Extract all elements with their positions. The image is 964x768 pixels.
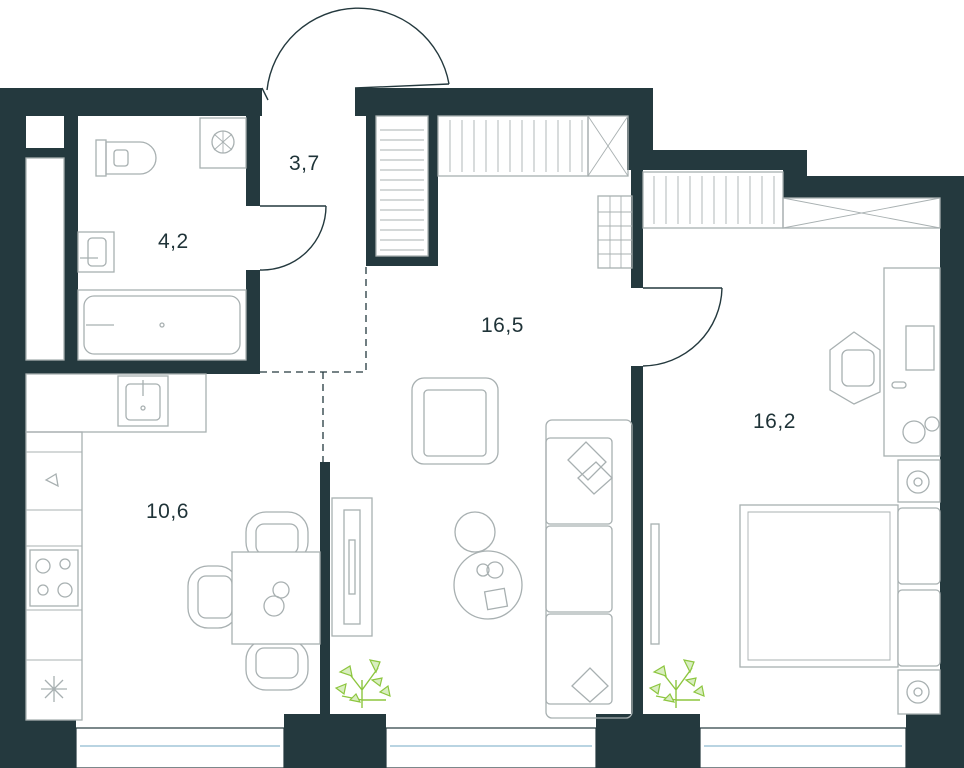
fridge-icon bbox=[41, 676, 67, 702]
area-label-bathroom: 4,2 bbox=[158, 230, 189, 253]
sink-icon bbox=[117, 375, 169, 427]
washing-machine-icon bbox=[199, 117, 247, 169]
plant-icon bbox=[334, 659, 391, 708]
toilet-icon bbox=[95, 139, 157, 177]
sink-icon bbox=[77, 231, 115, 273]
door-icon bbox=[259, 7, 723, 462]
area-label-hallway: 3,7 bbox=[289, 152, 320, 175]
desk-icon bbox=[883, 267, 941, 457]
armchair-icon bbox=[411, 377, 499, 465]
shelf-icon bbox=[597, 195, 633, 269]
wardrobe-icon bbox=[375, 115, 429, 257]
chair-icon bbox=[245, 639, 309, 691]
wardrobe-icon bbox=[437, 115, 629, 177]
area-label-bedroom: 16,2 bbox=[753, 410, 796, 433]
bed-icon bbox=[739, 504, 941, 668]
tv-icon bbox=[331, 497, 373, 637]
window-icon bbox=[75, 727, 907, 768]
plant-icon bbox=[648, 659, 705, 708]
tv-icon bbox=[650, 523, 660, 645]
bathroom bbox=[25, 117, 247, 361]
dining-table-icon bbox=[187, 511, 321, 691]
area-label-kitchen: 10,6 bbox=[146, 500, 189, 523]
living-room bbox=[331, 115, 633, 719]
chair-icon bbox=[187, 565, 239, 629]
kitchen bbox=[25, 373, 321, 721]
bathtub-icon bbox=[77, 289, 247, 361]
walls bbox=[0, 88, 964, 768]
stove-icon bbox=[29, 549, 79, 607]
area-label-living-room: 16,5 bbox=[481, 314, 524, 337]
sofa-icon bbox=[545, 419, 633, 719]
coffee-table-icon bbox=[453, 511, 523, 620]
chair-icon bbox=[245, 511, 309, 563]
bedroom bbox=[642, 171, 941, 715]
chair-icon bbox=[829, 331, 881, 405]
wardrobe-icon bbox=[642, 171, 941, 229]
